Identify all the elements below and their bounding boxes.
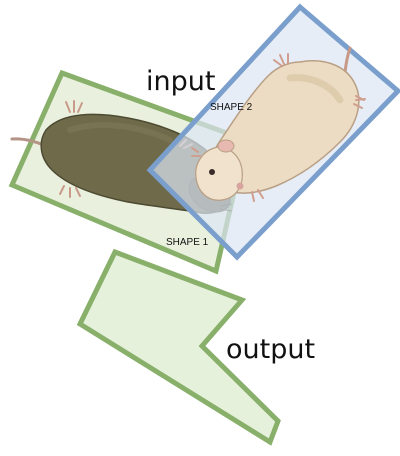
shape-1-label: SHAPE 1 <box>166 237 209 248</box>
output-label: output <box>226 334 315 365</box>
input-label: input <box>146 66 215 97</box>
light-mouse-illustration <box>191 46 366 202</box>
output-shape <box>76 248 281 446</box>
shape-2-label: SHAPE 2 <box>210 102 253 113</box>
